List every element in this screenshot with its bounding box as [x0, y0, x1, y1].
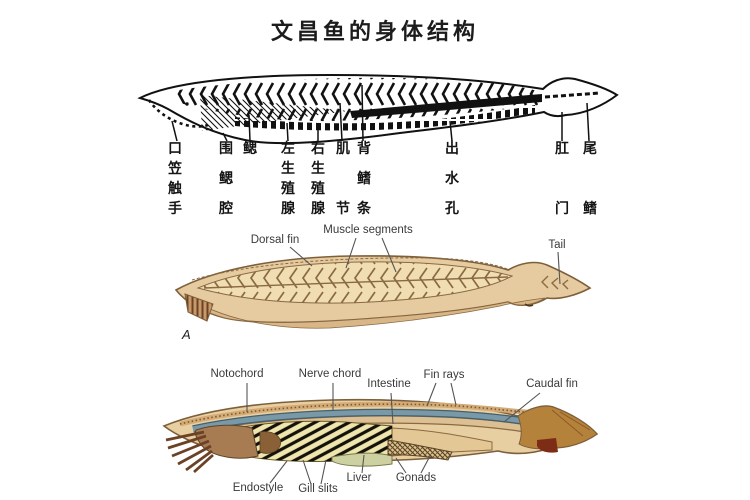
caudal-dark-patch: [537, 438, 558, 453]
middle-external-illustration: Dorsal fin Muscle segments Tail A: [174, 224, 592, 342]
label-dorsal-fin: Dorsal fin: [251, 234, 300, 246]
caudal-fin-shape: [517, 405, 598, 450]
amphioxus-internal-body: [162, 398, 599, 474]
tail-chevrons: [541, 275, 569, 290]
fin-ray-dots: [179, 403, 546, 425]
label-caudal-fin-cn: 尾鳍: [583, 141, 597, 217]
leader-lines-top: [171, 84, 590, 142]
label-gill: 鳃: [243, 141, 257, 157]
tail-dashes: [544, 91, 601, 99]
dark-midline-band: [350, 94, 542, 118]
dorsal-fin-ray-line: [191, 257, 511, 281]
label-intestine: Intestine: [367, 378, 410, 390]
label-atriopore: 出水孔: [445, 141, 459, 217]
wheel-organ: [259, 431, 282, 454]
atriopore-mark: [524, 303, 534, 307]
caudal-fin-streaks: [551, 409, 591, 437]
label-anus: 肛门: [555, 141, 569, 217]
panel-letter: A: [181, 327, 191, 342]
label-dorsal-fin-rays: 背鳍条: [357, 141, 371, 217]
label-gonads: Gonads: [396, 472, 437, 484]
label-right-gonad: 右生殖腺: [311, 141, 325, 217]
leader-lines-bottom: [246, 382, 541, 485]
label-gill-slits: Gill slits: [298, 483, 338, 495]
label-muscle-segments: Muscle segments: [323, 224, 413, 236]
label-left-gonad: 左生殖腺: [281, 141, 295, 217]
label-myomere: 肌节: [336, 141, 350, 217]
label-notochord: Notochord: [210, 368, 263, 380]
myomere-midline: [203, 276, 509, 289]
label-endostyle: Endostyle: [233, 482, 284, 494]
label-caudal-fin: Caudal fin: [526, 378, 578, 390]
belly-shading: [184, 295, 546, 329]
liver-shape: [331, 452, 393, 467]
label-oral-cirri: 口笠触手: [168, 141, 182, 217]
amphioxus-bw-body: [137, 73, 619, 145]
bottom-internal-illustration: Notochord Nerve chord Intestine Fin rays…: [162, 368, 599, 495]
gonads-shape: [387, 439, 453, 461]
leader-lines-middle: [289, 237, 561, 285]
amphioxus-external-body: [174, 255, 592, 329]
ventral-block-row: [235, 105, 535, 131]
top-anatomy-line-drawing: [137, 73, 619, 145]
label-tail: Tail: [548, 239, 565, 251]
eye-spot: [185, 102, 189, 106]
label-nerve-chord: Nerve chord: [299, 368, 362, 380]
oral-cirri-fan: [184, 293, 214, 322]
gill-hatch-region: [200, 95, 348, 131]
oral-cirri-dotted: [147, 99, 209, 128]
page-title: 文昌鱼的身体结构: [270, 20, 479, 45]
label-liver: Liver: [347, 472, 372, 484]
label-atrial-cavity: 围鳃腔: [219, 141, 233, 217]
label-fin-rays: Fin rays: [424, 369, 465, 381]
buccal-cirri-fringe: [165, 430, 214, 474]
